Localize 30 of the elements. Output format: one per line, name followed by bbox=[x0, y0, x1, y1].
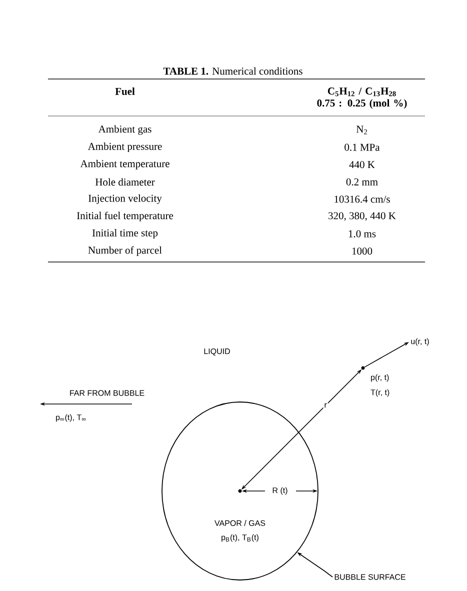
text-label: BUBBLE SURFACE bbox=[334, 574, 406, 580]
table-cell: 10316.4 cm/s bbox=[334, 196, 390, 203]
header-cell: Fuel bbox=[115, 88, 135, 95]
text-label: u(r, t) bbox=[411, 338, 429, 346]
table-cell: Ambient gas bbox=[98, 125, 152, 135]
table-cell: 0.2 mm bbox=[346, 178, 378, 186]
table-cell: 0.1 MPa bbox=[344, 144, 380, 151]
region-label: p$_{B}$(t), T$_{B}$(t) bbox=[222, 534, 258, 542]
table-cell: Hole diameter bbox=[95, 178, 155, 186]
region-label: VAPOR / GAS bbox=[214, 520, 266, 526]
table-cell: 440 K bbox=[349, 161, 375, 168]
table-cell: 1000 bbox=[352, 248, 372, 255]
table-cell: Initial fuel temperature bbox=[76, 212, 174, 222]
table-cell: 320, 380, 440 K bbox=[328, 212, 396, 221]
table-cell: Ambient temperature bbox=[80, 160, 170, 170]
variable-label: p$_{∞}$(t), T$_{∞}$ bbox=[56, 414, 86, 422]
dimension-label: R (t) bbox=[272, 487, 288, 495]
direction-label: FAR FROM BUBBLE bbox=[70, 390, 144, 396]
table-cell: N$_{2}$ bbox=[356, 126, 367, 134]
table-title: TABLE 1. Numerical conditions bbox=[163, 67, 302, 75]
variable-label: T(r, t) bbox=[370, 389, 390, 397]
header-cell: C$_{5}$H$_{12}$ / C$_{13}$H$_{28}$ 0.75 : 0.25 (mol %) bbox=[317, 88, 407, 109]
region-label: LIQUID bbox=[204, 348, 230, 356]
table-cell: Ambient pressure bbox=[88, 142, 162, 152]
edge-label: r bbox=[323, 402, 328, 409]
table-cell: Number of parcel bbox=[88, 246, 162, 256]
table-cell: Injection velocity bbox=[88, 194, 162, 204]
table-cell: 1.0 ms bbox=[348, 230, 376, 238]
table-cell: Initial time step bbox=[92, 229, 158, 239]
variable-label: p(r, t) bbox=[371, 374, 389, 382]
